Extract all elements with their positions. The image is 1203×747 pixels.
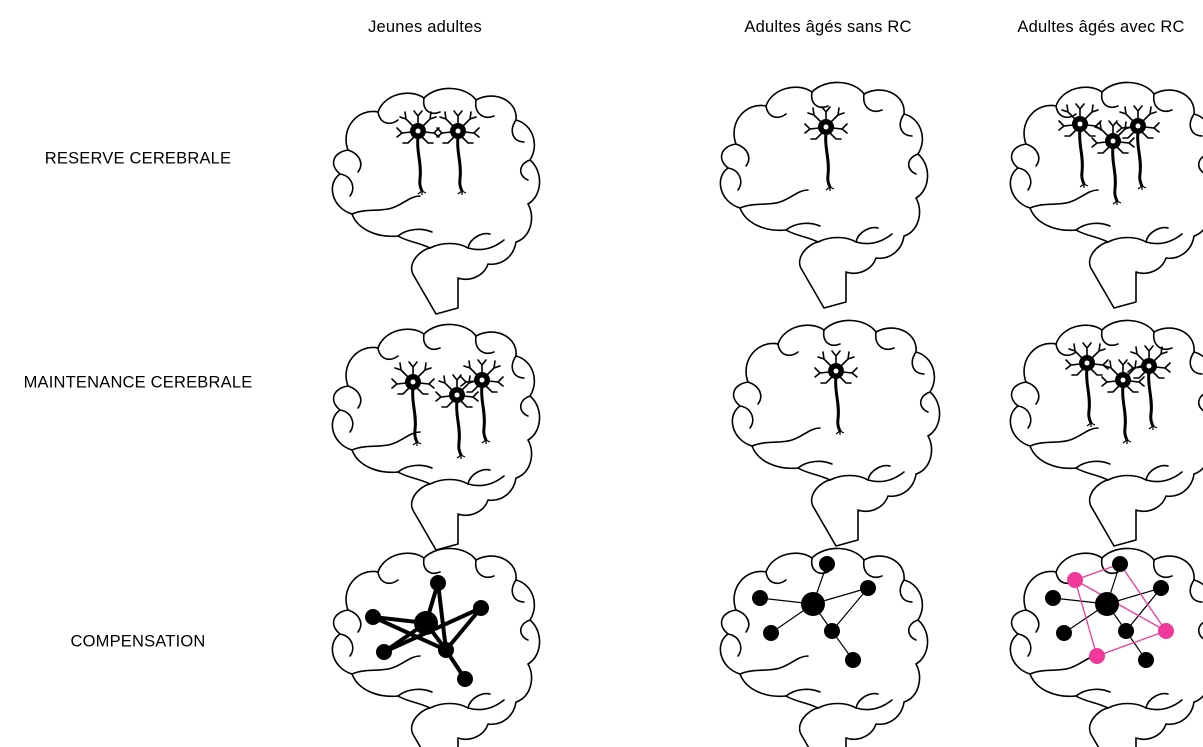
brain-compensation-old-no-rc (719, 547, 929, 747)
brain-maintenance-young (331, 323, 541, 551)
network-node (473, 600, 489, 616)
column-header-older-with-rc: Adultes âgés avec RC (1017, 18, 1185, 36)
column-header-older-without-rc: Adultes âgés sans RC (744, 18, 912, 36)
column-header-young-adults: Jeunes adultes (368, 18, 482, 36)
network-node (1153, 580, 1169, 596)
network-node (1112, 556, 1128, 572)
network-node (1095, 592, 1119, 616)
neuron-icon (434, 373, 480, 461)
neuron-icon (1090, 119, 1136, 207)
network-node (438, 642, 454, 658)
network-node (752, 590, 768, 606)
network-node-compensatory (1158, 623, 1174, 639)
neuron-icon (395, 109, 441, 197)
neuron-group-maintenance-old-rc (1064, 341, 1172, 446)
brain-compensation-old-rc (1009, 547, 1203, 747)
network-node (430, 575, 446, 591)
network-node (414, 611, 438, 635)
row-label-brain-reserve: RESERVE CEREBRALE (44, 149, 232, 168)
network-node (819, 556, 835, 572)
neuron-icon (459, 358, 505, 446)
brain-reserve-young (331, 87, 541, 315)
neuron-group-reserve-old-no-rc (803, 105, 849, 193)
neuron-icon (1126, 344, 1172, 432)
network-node (365, 609, 381, 625)
neuron-icon (435, 109, 481, 197)
neuron-group-reserve-old-rc (1057, 102, 1161, 207)
network-compensation-old-rc (1045, 556, 1174, 668)
neuron-icon (1100, 358, 1146, 446)
network-node (1056, 625, 1072, 641)
network-node (376, 644, 392, 660)
neuron-icon (803, 105, 849, 193)
neuron-icon (813, 349, 859, 437)
brain-maintenance-old-no-rc (731, 319, 941, 547)
neuron-group-reserve-young (395, 109, 481, 197)
network-node (1045, 590, 1061, 606)
network-node (860, 580, 876, 596)
network-node-compensatory (1089, 648, 1105, 664)
neuron-icon (1115, 104, 1161, 192)
network-compensation-old-no-rc (752, 556, 876, 668)
network-node (801, 592, 825, 616)
network-node-compensatory (1067, 572, 1083, 588)
network-node (763, 625, 779, 641)
network-node (824, 623, 840, 639)
row-label-compensation: COMPENSATION (70, 632, 206, 651)
brain-reserve-old-rc (1009, 81, 1203, 309)
network-compensation-young (365, 575, 489, 687)
network-node (1138, 652, 1154, 668)
network-node (845, 652, 861, 668)
neuron-group-maintenance-old-no-rc (813, 349, 859, 437)
neuron-group-maintenance-young (390, 358, 505, 461)
network-node (457, 671, 473, 687)
brain-maintenance-old-rc (1009, 319, 1203, 547)
row-label-brain-maintenance: MAINTENANCE CEREBRALE (23, 373, 253, 392)
network-node (1118, 623, 1134, 639)
brain-reserve-old-no-rc (719, 81, 929, 309)
neuron-icon (1064, 341, 1110, 429)
